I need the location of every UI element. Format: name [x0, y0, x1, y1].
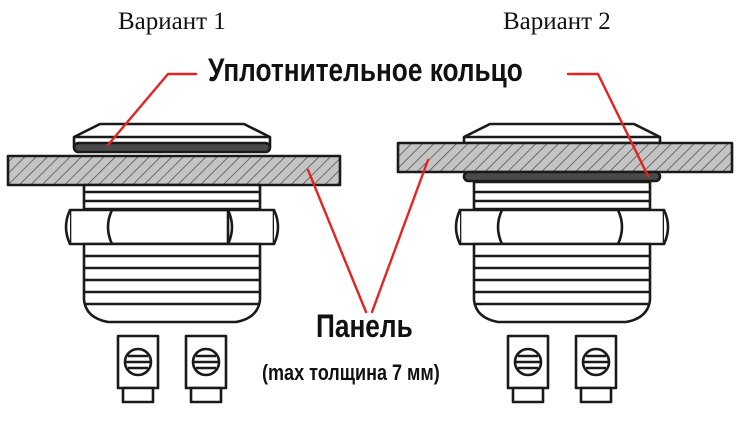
sealing-ring-1 [72, 141, 272, 154]
button-assembly-variant-2 [396, 122, 734, 404]
sealing-ring-2 [462, 170, 662, 183]
nut-2 [458, 208, 666, 246]
panel-1 [6, 154, 342, 187]
threaded-body-1 [82, 242, 262, 324]
panel-label: Панель [316, 308, 413, 344]
leader-lines [106, 72, 650, 314]
threaded-body-2 [472, 242, 652, 324]
leader-ring-1 [106, 72, 198, 147]
variant-2-label: Вариант 2 [503, 8, 611, 35]
leader-panel-1 [306, 168, 368, 314]
terminal-1a [116, 334, 160, 404]
nut-1 [68, 208, 276, 246]
panel-thickness-note: (max толщина 7 мм) [262, 360, 440, 385]
sealing-ring-label: Уплотнительное кольцо [208, 52, 523, 88]
leader-ring-2 [566, 72, 650, 178]
panel-2 [396, 141, 734, 174]
terminal-2b [574, 334, 618, 404]
terminal-1b [184, 334, 228, 404]
variant-1-label: Вариант 1 [118, 8, 226, 35]
button-assembly-variant-1 [6, 122, 342, 404]
leader-panel-2 [370, 158, 430, 314]
terminal-2a [506, 334, 550, 404]
